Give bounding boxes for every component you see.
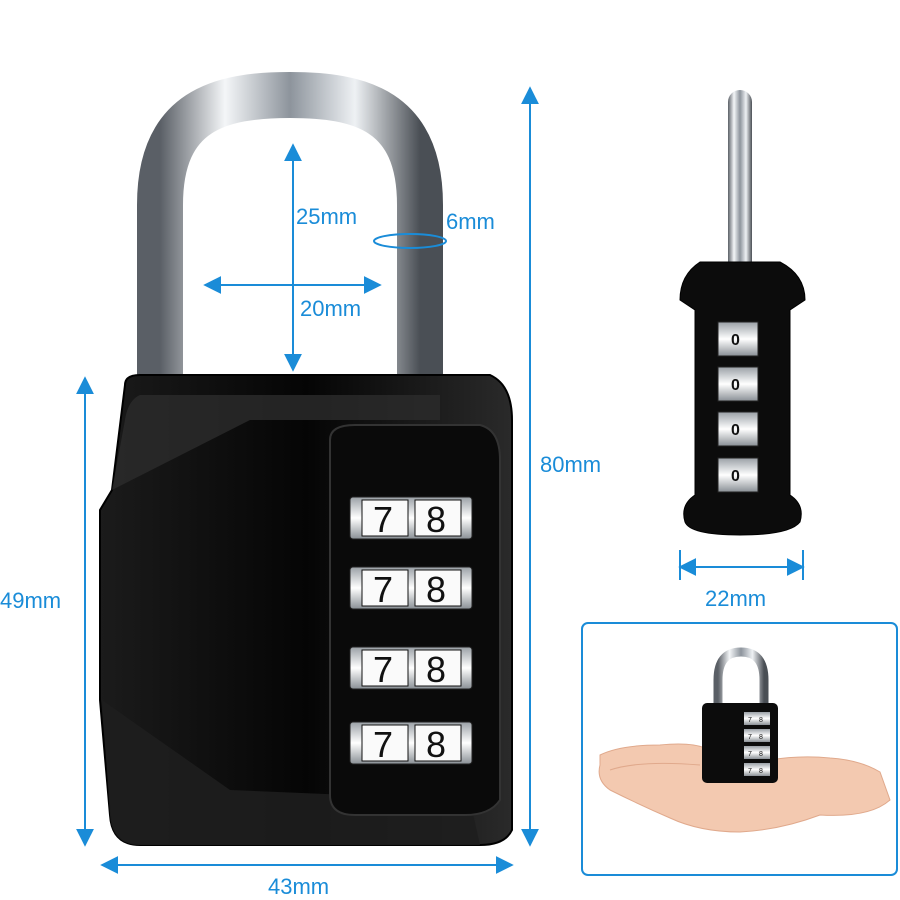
side-shackle [728,90,752,290]
svg-text:7: 7 [748,751,752,758]
shackle-width-label: 20mm [300,296,362,321]
dial-digit-right: 8 [426,724,446,765]
side-dial-digit: 0 [731,332,740,349]
main-padlock: 7 8 7 8 7 8 7 8 [99,71,513,846]
size-comparison-inset: 7 8 7 8 7 8 7 8 [581,622,898,876]
side-dials: 0 0 0 0 [717,321,759,493]
shackle [137,71,443,395]
svg-text:8: 8 [759,734,763,741]
side-dial-digit: 0 [731,422,740,439]
shackle-diameter-ring [373,233,447,249]
thickness-label: 22mm [705,586,767,611]
svg-text:7: 7 [748,768,752,775]
svg-text:8: 8 [759,751,763,758]
dial-row-1[interactable]: 7 8 [349,496,473,540]
shackle-height-label: 25mm [296,204,358,229]
dial-row-2[interactable]: 7 8 [349,566,473,610]
dial-digit-left: 7 [373,569,393,610]
dial-digit-left: 7 [373,499,393,540]
inset-dials: 7 8 7 8 7 8 7 8 [744,712,770,776]
svg-text:7: 7 [748,717,752,724]
side-view-padlock: 0 0 0 0 [679,90,806,536]
side-dial-digit: 0 [731,377,740,394]
dial-digit-right: 8 [426,649,446,690]
dial-row-3[interactable]: 7 8 [349,646,473,690]
dial-digit-left: 7 [373,724,393,765]
svg-text:8: 8 [759,768,763,775]
dial-digit-left: 7 [373,649,393,690]
svg-text:7: 7 [748,734,752,741]
body-width-label: 43mm [268,874,330,899]
dial-digit-right: 8 [426,569,446,610]
side-dial-digit: 0 [731,468,740,485]
dial-row-4[interactable]: 7 8 [349,721,473,765]
body-height-label: 49mm [0,588,62,613]
svg-text:8: 8 [759,717,763,724]
dimension-lines [76,86,805,874]
total-height-label: 80mm [540,452,602,477]
dial-digit-right: 8 [426,499,446,540]
shackle-diameter-label: 6mm [446,209,495,234]
hand-illustration [598,743,891,833]
